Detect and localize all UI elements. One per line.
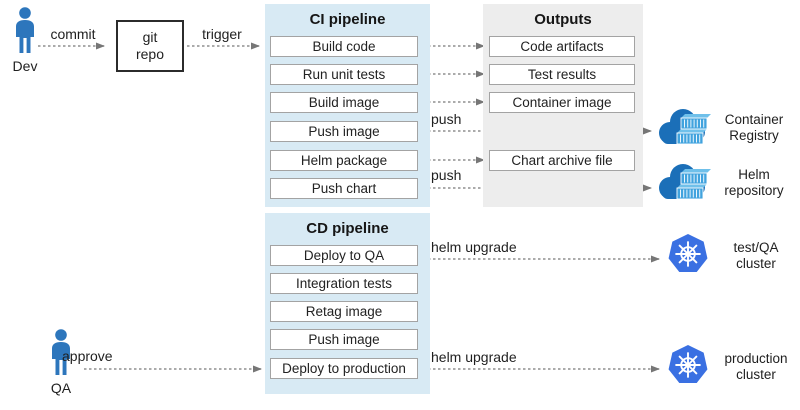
output-code-artifacts: Code artifacts [489,36,635,57]
outputs-panel: Outputs Code artifacts Test results Cont… [483,4,643,207]
dev-actor: Dev [4,6,46,74]
ci-step-build-code: Build code [270,36,418,57]
dev-label: Dev [12,58,38,74]
commit-arrow-label: commit [50,26,96,42]
qa-label: QA [50,380,72,396]
helm-repository-label: Helm repository [724,167,784,198]
ci-step-push-chart: Push chart [270,178,418,199]
cd-step-deploy-to-qa: Deploy to QA [270,245,418,266]
cd-step-retag-image: Retag image [270,301,418,322]
cd-pipeline-panel: CD pipeline Deploy to QA Integration tes… [265,213,430,394]
qa-person-icon [52,329,70,375]
dev-person-icon [16,7,34,53]
output-test-results: Test results [489,64,635,85]
test-qa-cluster-icon [668,234,708,272]
cd-step-integration-tests: Integration tests [270,273,418,294]
outputs-title: Outputs [534,11,592,28]
helm-upgrade-prod-label: helm upgrade [431,349,517,365]
ci-pipeline-title: CI pipeline [309,11,386,28]
production-cluster-icon [668,345,708,383]
output-chart-archive-file: Chart archive file [489,150,635,171]
trigger-arrow-label: trigger [202,26,242,42]
ci-step-helm-package: Helm package [270,150,418,171]
ci-pipeline-panel: CI pipeline Build code Run unit tests Bu… [265,4,430,207]
cd-step-push-image: Push image [270,329,418,350]
test-qa-cluster-label: test/QA cluster [733,240,779,271]
git-repo-box: git repo [116,20,184,72]
push-chart-arrow-label: push [431,167,462,183]
container-registry-icon [659,109,711,145]
helm-upgrade-qa-label: helm upgrade [431,239,517,255]
push-image-arrow-label: push [431,111,462,127]
qa-actor: QA [40,328,82,396]
ci-step-build-image: Build image [270,92,418,113]
output-container-image: Container image [489,92,635,113]
container-registry-label: Container Registry [724,112,784,143]
production-cluster-label: production cluster [724,351,788,382]
cd-step-deploy-to-production: Deploy to production [270,358,418,379]
cd-pipeline-title: CD pipeline [306,220,389,237]
ci-step-push-image: Push image [270,121,418,142]
approve-arrow-label: approve [62,348,113,364]
helm-repository-icon [659,164,711,200]
ci-step-run-unit-tests: Run unit tests [270,64,418,85]
